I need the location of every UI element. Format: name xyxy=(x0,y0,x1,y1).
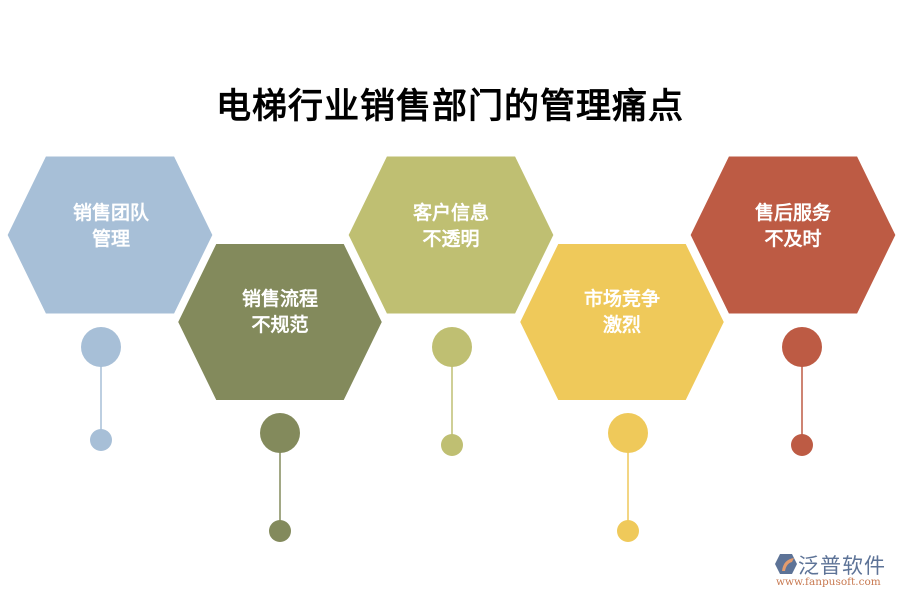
hexagon-label-1: 销售团队 管理 xyxy=(31,200,191,252)
logo-url: www.fanpusoft.com xyxy=(776,576,881,588)
pin-small-circle xyxy=(617,520,639,542)
pin-connector-4 xyxy=(608,413,648,542)
pin-small-circle xyxy=(90,429,112,451)
hexagon-label-2: 销售流程 不规范 xyxy=(200,286,360,338)
hexagon-market-competition xyxy=(515,240,729,404)
hexagon-label-5: 售后服务 不及时 xyxy=(713,200,873,252)
pin-connector-5 xyxy=(782,327,822,456)
label-line-1: 销售团队 xyxy=(72,202,149,224)
label-line-2: 不及时 xyxy=(764,228,822,250)
label-line-2: 不透明 xyxy=(422,228,480,250)
pin-small-circle xyxy=(269,520,291,542)
pin-connector-3 xyxy=(432,327,472,456)
hexagon-customer-info xyxy=(345,153,557,317)
pin-large-circle xyxy=(782,327,822,367)
pin-large-circle xyxy=(432,327,472,367)
label-line-2: 管理 xyxy=(91,228,130,250)
label-line-1: 销售流程 xyxy=(241,288,318,310)
pin-connector-2 xyxy=(260,413,300,542)
pin-large-circle xyxy=(608,413,648,453)
label-line-1: 市场竞争 xyxy=(583,288,660,310)
label-line-2: 不规范 xyxy=(251,314,309,336)
page-title: 电梯行业销售部门的管理痛点 xyxy=(215,87,684,127)
hexagon-sales-process xyxy=(173,240,387,404)
pin-small-circle xyxy=(441,434,463,456)
label-line-1: 售后服务 xyxy=(754,202,831,224)
hexagon-after-sales xyxy=(687,153,899,317)
label-line-2: 激烈 xyxy=(602,314,641,336)
pin-small-circle xyxy=(791,434,813,456)
hexagon-label-3: 客户信息 不透明 xyxy=(371,200,531,252)
fanpu-logo: 泛普软件 www.fanpusoft.com xyxy=(772,552,897,592)
pin-large-circle xyxy=(260,413,300,453)
label-line-1: 客户信息 xyxy=(412,202,489,224)
fanpu-logo-icon xyxy=(775,554,797,574)
pin-connector-1 xyxy=(81,327,121,451)
hexagon-sales-team xyxy=(4,153,216,317)
hexagon-label-4: 市场竞争 激烈 xyxy=(542,286,702,338)
pin-large-circle xyxy=(81,327,121,367)
logo-name: 泛普软件 xyxy=(798,554,886,578)
